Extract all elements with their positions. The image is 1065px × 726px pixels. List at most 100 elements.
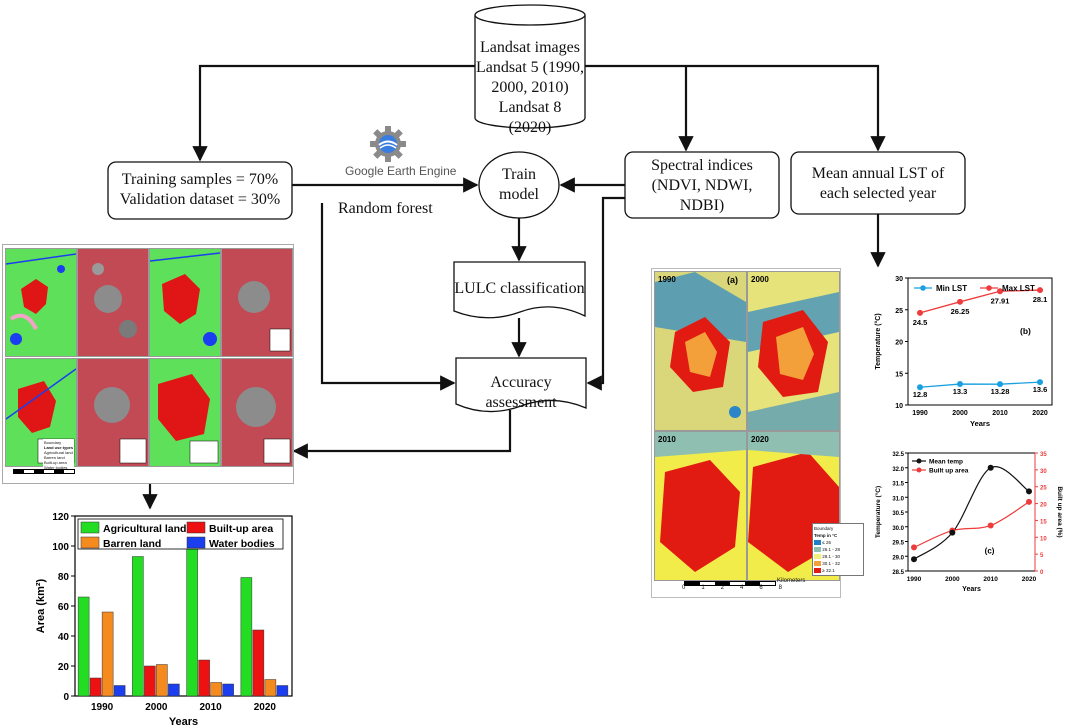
spectral-line-3: NDBI) xyxy=(679,197,725,214)
mean-y2-tick-label: 20 xyxy=(1040,503,1047,509)
bar-water-bodies-1990 xyxy=(113,685,126,697)
lst-scale-tick-5: 8 xyxy=(778,585,782,591)
bar-barren-land-2000 xyxy=(156,664,168,697)
mean-y2-tick-label: 25 xyxy=(1040,486,1047,492)
lst-scale-tick-2: 2 xyxy=(720,585,724,591)
lst-legend-swatch-3 xyxy=(814,561,821,567)
mean-y2-tick-label: 30 xyxy=(1040,469,1047,475)
mean-y-tick-label: 32.5 xyxy=(892,452,904,458)
bar-water-bodies-2000 xyxy=(168,683,180,697)
lulc-map-2010 xyxy=(5,358,77,467)
bar-water-bodies-2010 xyxy=(222,683,234,697)
mean-series-mean-temp xyxy=(913,466,1030,560)
mean-series-built-up-area xyxy=(913,501,1030,548)
bar-x-axis-label: Years xyxy=(169,716,198,726)
lst-line-2: each selected year xyxy=(819,185,937,202)
bar-legend-swatch xyxy=(186,536,206,549)
spectral-line-2: (NDVI, NDWI, xyxy=(651,177,753,194)
lst-point-max-lst xyxy=(957,298,963,305)
lulc-legend-title: Land use types xyxy=(44,445,74,450)
lst-year-2000: 2000 xyxy=(751,275,769,284)
mean-legend-marker xyxy=(916,467,922,473)
lst-point-max-lst xyxy=(1037,287,1043,294)
lst-legend-label: Max LST xyxy=(1002,284,1035,293)
lst-y-tick-label: 30 xyxy=(895,276,903,283)
lst-scale-tick-1: 1 xyxy=(701,585,705,591)
bar-y-tick-label: 100 xyxy=(52,542,69,553)
lst-legend-row-2: 28.1 - 30 xyxy=(814,553,862,560)
lst-data-label: 28.1 xyxy=(1033,295,1048,304)
lst-x-tick-label: 1990 xyxy=(912,410,928,417)
bar-legend-box xyxy=(77,518,284,550)
bar-agricultural-land-2000 xyxy=(132,556,144,697)
mean-legend-marker xyxy=(916,458,922,464)
mean-x-tick-label: 1990 xyxy=(907,576,922,583)
mean-y-tick-label: 28.5 xyxy=(892,570,904,576)
lst-legend-marker xyxy=(986,285,992,291)
bar-y-tick-label: 80 xyxy=(58,572,70,583)
lst-map-1990: 1990 (a) xyxy=(654,271,747,431)
lst-y-axis-label: Temperature (°C) xyxy=(874,313,882,369)
accuracy-label: Accuracy assessment xyxy=(485,374,557,411)
lst-y-tick-label: 25 xyxy=(895,308,903,315)
lst-legend-label-2: 28.1 - 30 xyxy=(822,554,841,559)
training-line-1: Training samples = 70% xyxy=(121,171,279,188)
lst-data-label: 12.8 xyxy=(913,390,928,399)
lst-y-tick-label: 10 xyxy=(895,403,903,410)
lst-series-min-lst xyxy=(919,381,1041,388)
lulc-map-2000 xyxy=(149,248,221,357)
lst-point-max-lst xyxy=(997,288,1003,295)
lst-legend-marker xyxy=(920,285,926,291)
bar-y-tick-label: 120 xyxy=(52,512,69,523)
train-model-line-2: model xyxy=(499,186,539,203)
mean-point-built-up-area xyxy=(911,544,917,551)
bar-legend-swatch xyxy=(80,536,100,549)
mean-x-tick-label: 2020 xyxy=(1022,576,1037,583)
landsat-line-3: 2000, 2010) xyxy=(491,79,569,96)
bar-barren-land-1990 xyxy=(101,611,114,697)
lst-series-max-lst xyxy=(919,289,1041,314)
lst-y-tick-label: 20 xyxy=(895,340,903,347)
landsat-line-2: Landsat 5 (1990, xyxy=(476,59,584,76)
lst-map-figure: 1990 (a) 2000 2010 2020 Boundary Temp in… xyxy=(651,268,864,598)
lulc-label: LULC classification xyxy=(454,280,585,297)
landsat-database xyxy=(474,4,586,129)
mean-y-tick-label: 31.0 xyxy=(892,496,904,502)
lst-year-2020: 2020 xyxy=(751,435,769,444)
accuracy-node xyxy=(455,357,587,413)
mean-y2-tick-label: 0 xyxy=(1040,570,1044,576)
lst-scale-tick-3: 4 xyxy=(739,585,744,591)
lst-map-2010: 2010 xyxy=(654,431,747,581)
lst-legend-label: Min LST xyxy=(936,284,967,293)
bar-y-tick-label: 40 xyxy=(58,632,70,643)
lulc-scale-bar xyxy=(13,469,75,474)
lst-legend-title: Temp in °C xyxy=(814,533,838,538)
lst-data-label: 24.5 xyxy=(913,318,928,327)
mean-legend-label: Built up area xyxy=(929,468,969,475)
bar-x-tick-label: 2000 xyxy=(145,702,168,713)
bar-x-tick-label: 2010 xyxy=(200,702,223,713)
lst-x-tick-label: 2010 xyxy=(992,410,1008,417)
lst-legend-label-0: ≤ 26 xyxy=(822,540,831,545)
bar-built-up-area-1990 xyxy=(89,677,102,697)
bar-agricultural-land-2020 xyxy=(240,577,253,697)
mean-y-tick-label: 32.0 xyxy=(892,467,904,473)
lst-legend-label-1: 26.1 - 28 xyxy=(822,547,841,552)
mean-point-built-up-area xyxy=(1026,498,1032,505)
bar-y-axis-label: Area (km²) xyxy=(35,578,47,633)
bar-built-up-area-2020 xyxy=(252,629,265,697)
lst-scale-ticks: 0 1 2 4 6 8 xyxy=(682,585,782,591)
lst-legend-label-3: 30.1 - 32 xyxy=(822,561,841,566)
mean-x-tick-label: 2010 xyxy=(983,576,998,583)
lst-legend-row-1: 26.1 - 28 xyxy=(814,546,862,553)
train-model-line-1: Train xyxy=(501,166,537,183)
mean-point-mean-temp xyxy=(987,464,994,471)
lst-scale-bar xyxy=(684,581,776,586)
bar-x-tick-label: 1990 xyxy=(91,702,114,713)
lst-point-min-lst xyxy=(997,381,1003,388)
mean-y-tick-label: 30.0 xyxy=(892,526,904,532)
mean-y2-tick-label: 35 xyxy=(1040,452,1047,458)
mean-y2-axis-label: Built up area (%) xyxy=(1056,486,1063,537)
lst-legend-swatch-1 xyxy=(814,547,821,553)
spectral-label: Spectral indices (NDVI, NDWI, NDBI) xyxy=(625,156,779,216)
